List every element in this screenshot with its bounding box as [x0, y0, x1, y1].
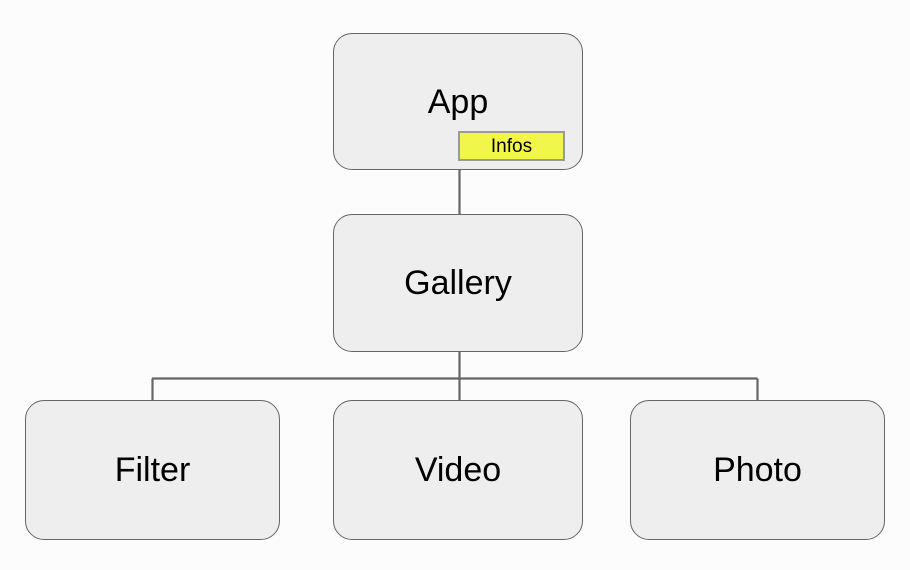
- node-gallery[interactable]: Gallery: [333, 214, 583, 352]
- node-video[interactable]: Video: [333, 400, 583, 540]
- node-gallery-label: Gallery: [404, 264, 512, 302]
- node-video-label: Video: [414, 451, 502, 489]
- node-filter[interactable]: Filter: [25, 400, 280, 540]
- node-photo-label: Photo: [713, 451, 802, 489]
- node-photo[interactable]: Photo: [630, 400, 885, 540]
- badge-infos-label: Infos: [490, 135, 533, 157]
- node-app-label: App: [427, 82, 489, 121]
- node-filter-label: Filter: [114, 451, 191, 489]
- badge-infos[interactable]: Infos: [458, 131, 565, 161]
